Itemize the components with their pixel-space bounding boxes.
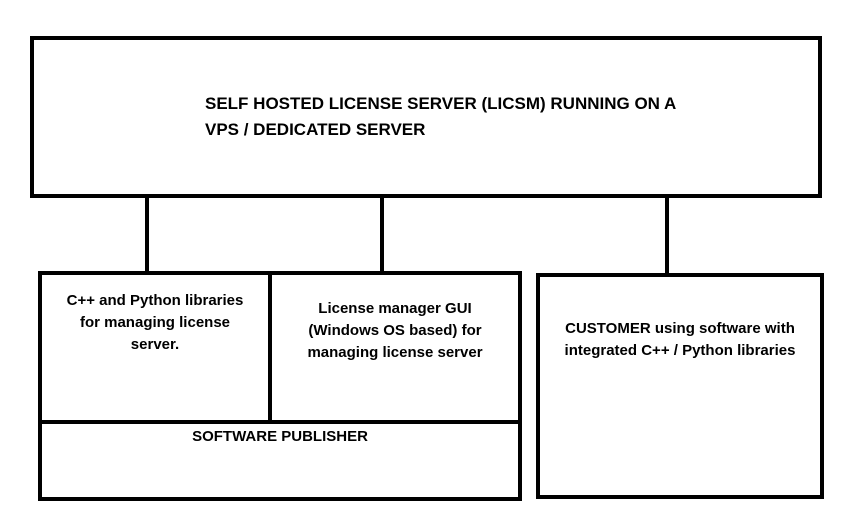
connector-line-customer: [665, 196, 669, 276]
license-server-box: [30, 36, 822, 198]
gui-label: License manager GUI (Windows OS based) f…: [307, 300, 483, 361]
connector-line-gui: [380, 196, 384, 272]
customer-box: [536, 273, 824, 499]
customer-label: CUSTOMER using software with integrated …: [564, 320, 796, 359]
license-server-label: SELF HOSTED LICENSE SERVER (LICSM) RUNNI…: [205, 94, 677, 139]
software-publisher-title: SOFTWARE PUBLISHER: [192, 428, 368, 445]
publisher-divider-vertical: [268, 271, 272, 424]
publisher-divider-horizontal: [38, 420, 522, 424]
software-publisher-box: [38, 271, 522, 501]
connector-line-libraries: [145, 196, 149, 272]
libraries-label: C++ and Python libraries for managing li…: [66, 292, 244, 353]
